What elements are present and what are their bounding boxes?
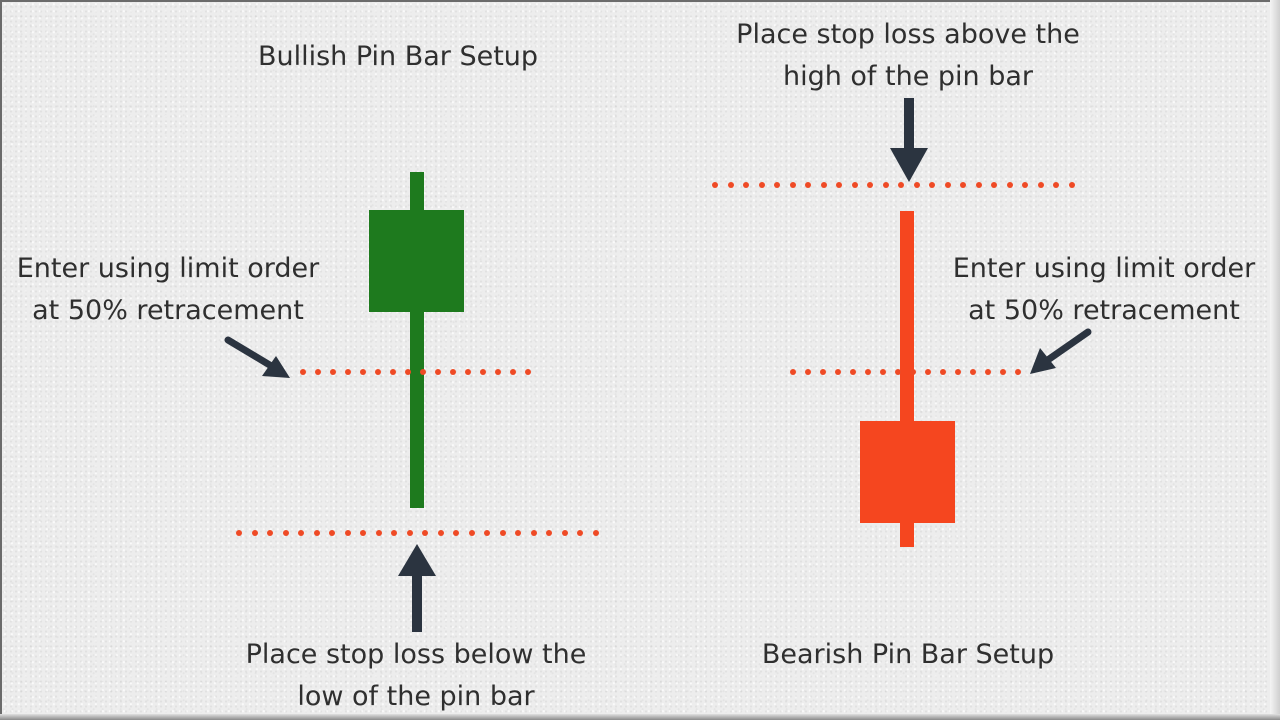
- line-dot: [468, 530, 475, 536]
- line-dot: [495, 369, 501, 375]
- line-dot: [530, 530, 537, 536]
- line-dot: [895, 369, 901, 375]
- line-dot: [282, 530, 289, 536]
- line-dot: [345, 369, 351, 375]
- line-dot: [985, 369, 991, 375]
- line-dot: [991, 182, 997, 188]
- line-dot: [515, 530, 521, 536]
- line-dot: [236, 530, 242, 536]
- bearish-candle-body: [860, 421, 955, 523]
- arrow-down-icon: [890, 98, 928, 182]
- line-dot: [1000, 369, 1006, 375]
- line-dot: [805, 182, 811, 188]
- line-dot: [1037, 182, 1044, 188]
- line-dot: [435, 369, 441, 375]
- line-dot: [267, 530, 273, 536]
- line-dot: [375, 530, 382, 536]
- line-dot: [1015, 369, 1021, 375]
- line-dot: [329, 530, 335, 536]
- line-dot: [465, 369, 471, 375]
- line-dot: [790, 369, 796, 375]
- line-dot: [960, 182, 966, 188]
- bearish-stop-dotted-line: [712, 182, 1078, 188]
- arrow-diagonal-icon: [224, 336, 290, 378]
- line-dot: [820, 369, 826, 375]
- line-dot: [882, 182, 889, 188]
- line-dot: [422, 530, 428, 536]
- bearish-title: Bearish Pin Bar Setup: [761, 639, 1055, 670]
- line-dot: [940, 369, 946, 375]
- bullish-stop-label: Place stop loss below the low of the pin…: [245, 639, 587, 712]
- line-dot: [774, 182, 780, 188]
- line-dot: [315, 369, 321, 375]
- line-dot: [453, 530, 459, 536]
- line-dot: [851, 182, 858, 188]
- line-dot: [561, 530, 568, 536]
- line-dot: [344, 530, 351, 536]
- line-dot: [313, 530, 320, 536]
- bearish-entry-dotted-line: [790, 369, 1028, 375]
- line-dot: [405, 369, 411, 375]
- line-dot: [525, 369, 531, 375]
- line-dot: [1053, 182, 1059, 188]
- line-dot: [480, 369, 486, 375]
- line-dot: [867, 182, 873, 188]
- line-dot: [910, 369, 916, 375]
- line-dot: [944, 182, 951, 188]
- arrow-diagonal-icon: [1030, 328, 1092, 374]
- line-dot: [592, 530, 599, 536]
- frame-edge: [1270, 0, 1280, 720]
- line-dot: [835, 369, 841, 375]
- line-dot: [510, 369, 516, 375]
- line-dot: [375, 369, 381, 375]
- line-dot: [1022, 182, 1028, 188]
- line-dot: [743, 182, 749, 188]
- line-dot: [437, 530, 444, 536]
- line-dot: [406, 530, 413, 536]
- line-dot: [925, 369, 931, 375]
- line-dot: [577, 530, 583, 536]
- line-dot: [546, 530, 552, 536]
- line-dot: [975, 182, 982, 188]
- frame-edge: [0, 714, 1280, 720]
- bullish-candle-body: [369, 210, 464, 312]
- bullish-entry-dotted-line: [300, 369, 536, 375]
- line-dot: [251, 530, 258, 536]
- line-dot: [1006, 182, 1013, 188]
- line-dot: [880, 369, 886, 375]
- line-dot: [360, 369, 366, 375]
- line-dot: [820, 182, 827, 188]
- line-dot: [898, 182, 904, 188]
- line-dot: [391, 530, 397, 536]
- line-dot: [850, 369, 856, 375]
- line-dot: [913, 182, 920, 188]
- line-dot: [865, 369, 871, 375]
- line-dot: [450, 369, 456, 375]
- bullish-stop-dotted-line: [236, 530, 601, 536]
- line-dot: [758, 182, 765, 188]
- line-dot: [836, 182, 842, 188]
- bullish-entry-label: Enter using limit order at 50% retraceme…: [16, 253, 320, 326]
- bullish-title: Bullish Pin Bar Setup: [257, 41, 539, 72]
- line-dot: [1068, 182, 1075, 188]
- line-dot: [330, 369, 336, 375]
- line-dot: [970, 369, 976, 375]
- line-dot: [298, 530, 304, 536]
- line-dot: [484, 530, 490, 536]
- arrow-up-icon: [398, 544, 436, 632]
- line-dot: [390, 369, 396, 375]
- line-dot: [360, 530, 366, 536]
- line-dot: [955, 369, 961, 375]
- line-dot: [300, 369, 306, 375]
- line-dot: [727, 182, 734, 188]
- line-dot: [805, 369, 811, 375]
- bearish-entry-label: Enter using limit order at 50% retraceme…: [952, 253, 1256, 326]
- line-dot: [420, 369, 426, 375]
- line-dot: [712, 182, 718, 188]
- line-dot: [499, 530, 506, 536]
- line-dot: [929, 182, 935, 188]
- line-dot: [789, 182, 796, 188]
- bearish-stop-label: Place stop loss above the high of the pi…: [736, 19, 1080, 92]
